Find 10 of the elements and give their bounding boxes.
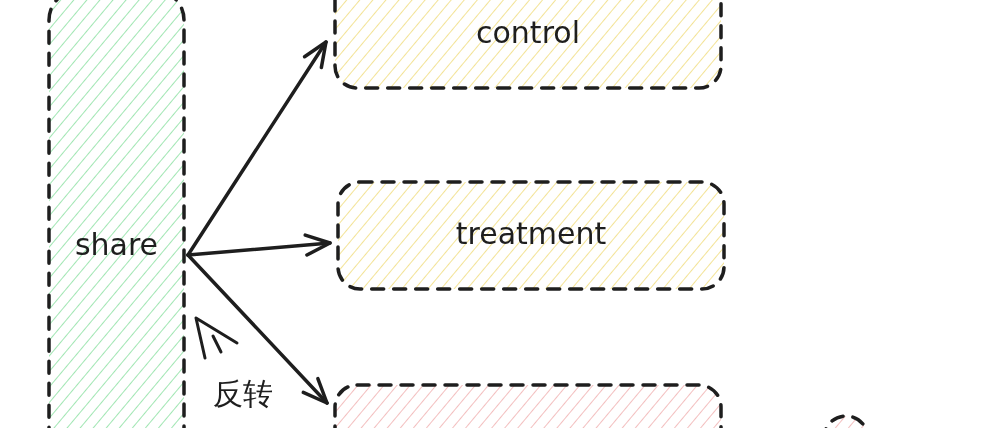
arrow <box>186 253 329 405</box>
process-box <box>333 383 723 428</box>
arrow <box>186 233 332 257</box>
annotation-label: 反转 <box>213 376 273 412</box>
process-box <box>47 0 186 428</box>
process-box <box>336 180 726 291</box>
process-box <box>333 0 723 92</box>
node-label: treatment <box>455 215 607 252</box>
node-label: share <box>74 227 159 263</box>
node-label: control <box>476 15 580 51</box>
